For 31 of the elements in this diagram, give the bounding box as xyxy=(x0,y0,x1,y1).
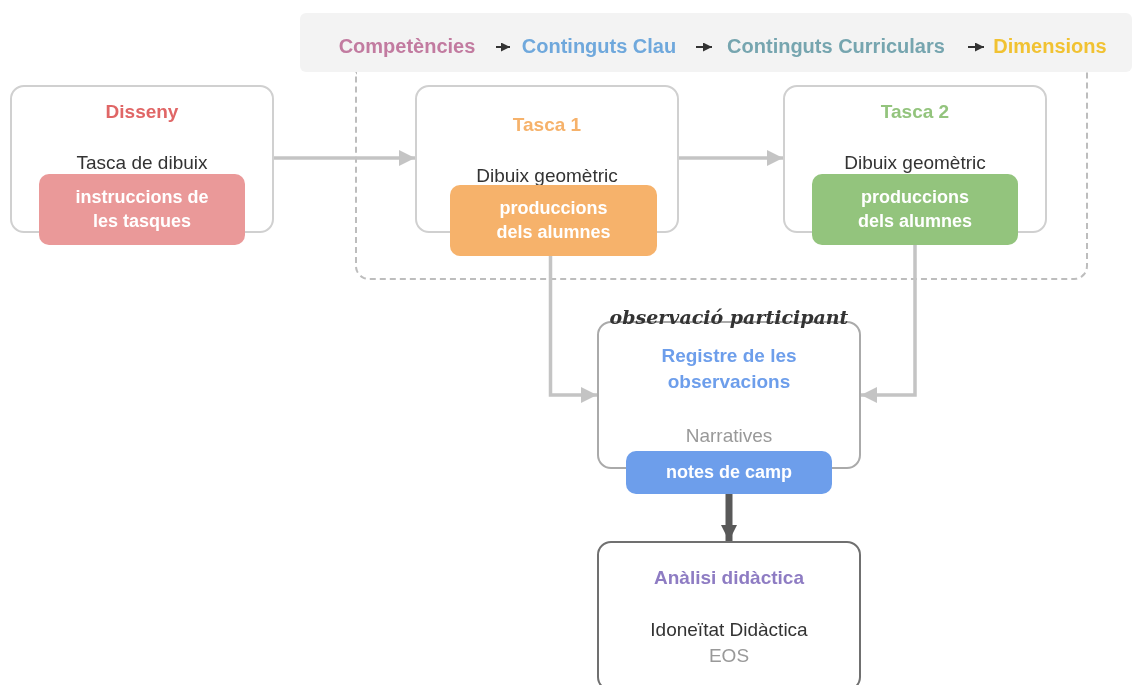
box-title: Registre de les observacions xyxy=(660,344,798,394)
arrow xyxy=(274,150,415,166)
arrow xyxy=(695,42,713,52)
flow-step-label: Continguts Curriculars xyxy=(708,33,964,59)
process-box xyxy=(597,541,861,685)
arrow xyxy=(679,150,783,166)
box-text: EOS xyxy=(708,644,750,668)
arrow xyxy=(967,42,985,52)
arrow xyxy=(861,245,917,403)
tag-label: instruccions de les tasques xyxy=(39,174,245,245)
flow-step-label: Dimensions xyxy=(980,33,1120,59)
arrow xyxy=(721,494,737,541)
arrow xyxy=(548,256,597,403)
tag-label: produccions dels alumnes xyxy=(812,174,1018,245)
arrow xyxy=(495,42,511,52)
heading-label: observació participant xyxy=(609,305,849,330)
flow-step-label: Competències xyxy=(322,33,492,59)
box-text: Tasca de dibuix xyxy=(76,151,208,175)
box-text: Idoneïtat Didàctica xyxy=(650,618,808,642)
box-title: Disseny xyxy=(105,100,179,124)
box-title: Anàlisi didàctica xyxy=(654,566,804,590)
box-text: Dibuix geomètric xyxy=(476,164,618,188)
box-text: Dibuix geomètric xyxy=(844,151,986,175)
dashed-group-frame xyxy=(355,72,1088,280)
flow-step-label: Continguts Clau xyxy=(506,33,692,59)
box-text: Narratives xyxy=(685,424,773,448)
banner-background xyxy=(300,13,1132,72)
box-title: Tasca 1 xyxy=(512,113,582,137)
box-title: Tasca 2 xyxy=(880,100,950,124)
tag-label: notes de camp xyxy=(626,451,832,494)
tag-label: produccions dels alumnes xyxy=(450,185,657,256)
